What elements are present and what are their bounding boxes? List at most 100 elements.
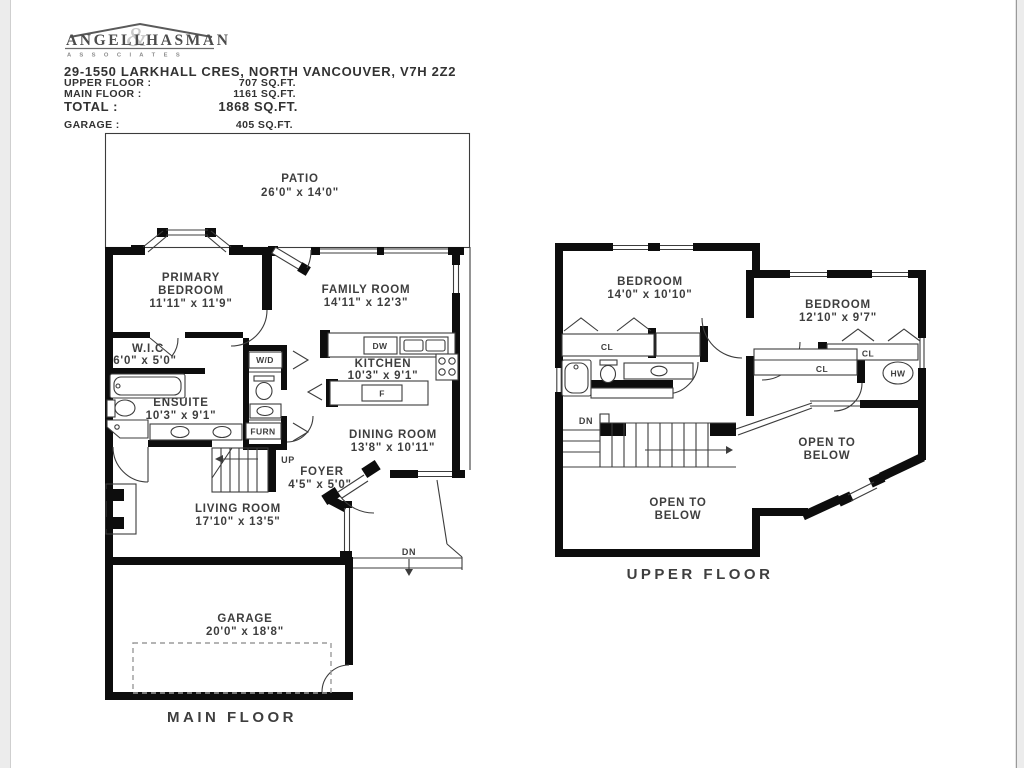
bifold-door-icon — [563, 317, 599, 332]
upper-vanity-icon — [623, 362, 694, 380]
main-floor-area-label: MAIN FLOOR : — [64, 88, 142, 100]
area-table: UPPER FLOOR : 707 SQ.FT. MAIN FLOOR : 11… — [64, 77, 297, 131]
room-label-bedroom-right: BEDROOM 12'10" x 9'7" — [799, 299, 877, 324]
stairs-direction-arrow — [726, 446, 733, 454]
stairs-direction-arrow — [215, 455, 223, 463]
garage-stall-outline — [132, 642, 332, 694]
kitchen-counter: DW — [327, 332, 456, 358]
upper-floor-plan: CL CL — [555, 243, 926, 583]
hot-water-tank-icon: HW — [882, 361, 914, 385]
room-label-family-room: FAMILY ROOM 14'11" x 12'3" — [322, 284, 410, 309]
hall-closet-lower: CL — [753, 348, 858, 376]
room-label-open-to-below-right: OPEN TO BELOW — [798, 437, 855, 462]
svg-text:12'10" x 9'7": 12'10" x 9'7" — [799, 312, 877, 324]
bay-window — [131, 228, 243, 255]
svg-text:6'0" x 5'0": 6'0" x 5'0" — [113, 355, 177, 367]
dishwasher-label: DW — [373, 341, 389, 351]
ensuite-toilet-icon — [106, 399, 136, 418]
logo-subtitle: A S S O C I A T E S — [67, 53, 183, 59]
down-label: DN — [402, 547, 416, 557]
svg-text:17'10" x 13'5": 17'10" x 13'5" — [195, 516, 280, 528]
svg-text:13'8" x 10'11": 13'8" x 10'11" — [351, 442, 436, 454]
garage-area-value: 405 SQ.FT. — [236, 119, 293, 131]
garage-door-arc — [321, 664, 350, 693]
down-arrow-icon — [405, 569, 413, 576]
stair-railing — [735, 402, 813, 436]
closet-label: CL — [601, 342, 613, 352]
primary-bedroom-door-arc — [230, 309, 268, 347]
fridge-label: F — [379, 389, 385, 399]
landing-railing — [810, 400, 860, 407]
kitchen-sink-icon — [399, 336, 449, 355]
right-edge-strip — [1017, 0, 1024, 768]
svg-text:BEDROOM: BEDROOM — [617, 276, 683, 288]
upper-floor-title: UPPER FLOOR — [627, 566, 774, 583]
bifold-door-icon — [887, 328, 921, 342]
patio-outline — [104, 132, 471, 470]
room-label-garage: GARAGE 20'0" x 18'8" — [206, 613, 283, 638]
total-area-label: TOTAL : — [64, 99, 118, 114]
svg-text:10'3" x 9'1": 10'3" x 9'1" — [146, 410, 217, 422]
svg-text:W.I.C: W.I.C — [132, 343, 164, 355]
svg-text:11'11" x 11'9": 11'11" x 11'9" — [149, 298, 232, 310]
logo-roof-icon — [69, 22, 213, 38]
down-label: DN — [579, 416, 593, 426]
room-label-dining-room: DINING ROOM 13'8" x 10'11" — [349, 429, 437, 454]
bedroom-left-closet: CL — [561, 317, 655, 357]
furnace-label: FURN — [250, 427, 275, 437]
entry-door — [321, 460, 381, 514]
door-swing-arc — [306, 249, 312, 269]
furnace-closet: FURN — [245, 422, 310, 442]
bifold-door-icon — [306, 383, 323, 401]
svg-text:FOYER: FOYER — [300, 466, 344, 478]
room-label-patio: PATIO 26'0" x 14'0" — [261, 173, 339, 199]
svg-text:4'5" x 5'0": 4'5" x 5'0" — [288, 479, 352, 491]
bifold-door-icon — [292, 422, 310, 442]
main-floor-title: MAIN FLOOR — [167, 709, 297, 726]
family-room-side-window — [452, 265, 460, 293]
brokerage-logo: & ANGELL HASMAN A S S O C I A T E S — [65, 22, 231, 59]
logo-name-right: HASMAN — [146, 32, 231, 49]
property-address: 29-1550 LARKHALL CRES, NORTH VANCOUVER, … — [64, 64, 456, 79]
hot-water-label: HW — [891, 369, 907, 379]
svg-text:ENSUITE: ENSUITE — [153, 397, 208, 409]
svg-text:OPEN TO: OPEN TO — [798, 437, 855, 449]
room-label-ensuite: ENSUITE 10'3" x 9'1" — [146, 397, 217, 422]
garage-area-label: GARAGE : — [64, 119, 120, 131]
svg-text:DINING ROOM: DINING ROOM — [349, 429, 437, 441]
svg-text:OPEN TO: OPEN TO — [649, 497, 706, 509]
closet-label: CL — [862, 349, 874, 359]
svg-text:14'11" x 12'3": 14'11" x 12'3" — [324, 297, 409, 309]
bifold-door-icon — [616, 317, 652, 332]
upper-floor-area-value: 707 SQ.FT. — [239, 77, 296, 89]
bedroom-left-door-arc — [701, 317, 743, 359]
stove-icon — [435, 353, 459, 381]
svg-text:BEDROOM: BEDROOM — [158, 285, 224, 297]
plant-ledge — [590, 387, 674, 399]
washer-dryer-closet: W/D — [248, 350, 310, 370]
svg-text:26'0" x 14'0": 26'0" x 14'0" — [261, 187, 339, 199]
fireplace-icon — [105, 483, 137, 535]
family-room-top-windows — [320, 248, 448, 254]
main-floor-walls — [105, 247, 465, 700]
closet-label: CL — [816, 364, 828, 374]
left-edge-strip — [0, 0, 10, 768]
double-vanity-icon — [149, 423, 243, 441]
patio-door — [268, 246, 312, 276]
room-label-kitchen: KITCHEN 10'3" x 9'1" — [348, 358, 418, 382]
upper-floor-walls — [555, 243, 926, 557]
kitchen-peninsula: F — [306, 380, 429, 406]
dining-room-window — [418, 470, 452, 478]
room-label-primary-bedroom: PRIMARY BEDROOM 11'11" x 11'9" — [149, 272, 232, 310]
header: & ANGELL HASMAN A S S O C I A T E S 29-1… — [64, 22, 456, 131]
svg-text:LIVING ROOM: LIVING ROOM — [195, 503, 281, 515]
stairs-down: DN — [563, 413, 736, 468]
up-label: UP — [281, 455, 295, 465]
main-floor-plan: W/D FURN DW — [104, 132, 471, 726]
svg-text:BEDROOM: BEDROOM — [805, 299, 871, 311]
main-floor-area-value: 1161 SQ.FT. — [233, 88, 296, 100]
bathtub-icon — [109, 373, 186, 399]
svg-text:GARAGE: GARAGE — [217, 613, 272, 625]
